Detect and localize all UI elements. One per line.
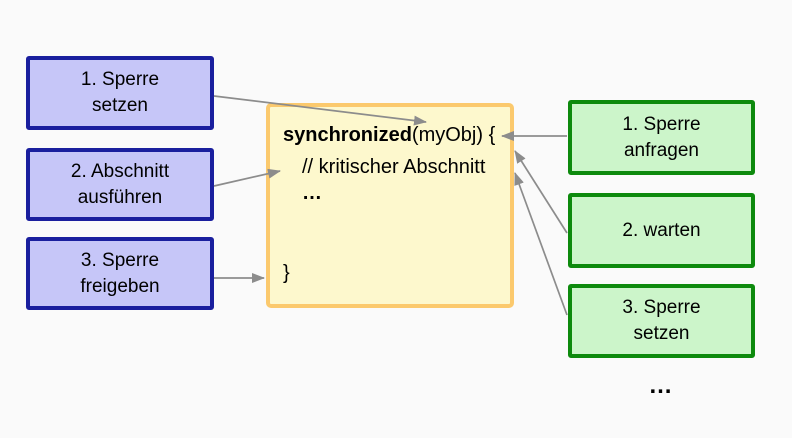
left-step-box-2: 2. Abschnitt ausführen: [26, 148, 214, 221]
code-line-synchronized: synchronized(myObj) {: [283, 121, 495, 149]
code-line1-rest: (myObj) {: [411, 124, 496, 146]
left-step-label-1: 1. Sperre setzen: [80, 69, 160, 116]
arrow-warten-to-code: [514, 150, 568, 234]
right-step-box-2: 2. warten: [568, 193, 755, 268]
right-step-label-1: 1. Sperre anfragen: [622, 113, 701, 161]
code-box: synchronized(myObj) { // kritischer Absc…: [266, 103, 514, 308]
right-step-label-3: 3. Sperre setzen: [622, 297, 701, 344]
left-step-label-3: 3. Sperre freigeben: [80, 249, 160, 297]
code-line-closing-brace: }: [283, 262, 290, 284]
arrow-sperre-setzen-rechts-to-code: [514, 172, 568, 316]
left-step-box-1: 1. Sperre setzen: [26, 56, 214, 130]
code-line-ellipsis: …: [302, 182, 323, 204]
code-keyword: synchronized: [283, 124, 412, 146]
right-step-box-3: 3. Sperre setzen: [568, 284, 755, 358]
more-steps-ellipsis: …: [648, 372, 675, 399]
right-step-box-1: 1. Sperre anfragen: [568, 100, 755, 175]
code-line-comment: // kritischer Abschnitt: [302, 156, 486, 178]
left-step-label-2: 2. Abschnitt ausführen: [70, 160, 170, 208]
left-step-box-3: 3. Sperre freigeben: [26, 237, 214, 310]
right-step-label-2: 2. warten: [622, 219, 701, 241]
